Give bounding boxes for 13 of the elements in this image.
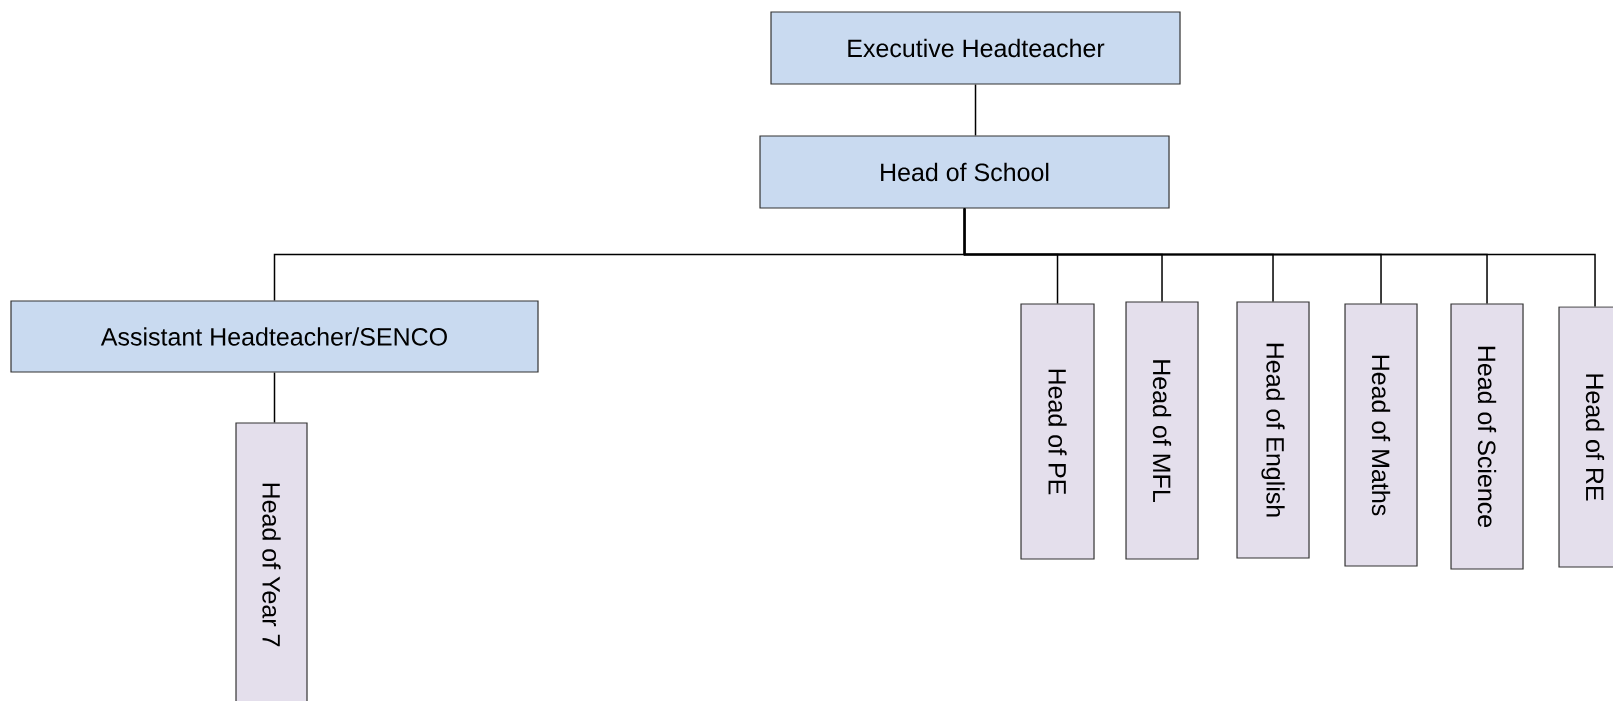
role-box: Head of English	[1236, 301, 1310, 559]
role-box: Head of School	[759, 135, 1170, 209]
role-box: Head of Science	[1450, 303, 1524, 570]
role-box: Head of RE	[1558, 306, 1613, 568]
role-box: Head of Maths	[1344, 303, 1418, 567]
connector-line	[273, 371, 276, 424]
role-box: Head of MFL	[1125, 301, 1199, 560]
role-box: Head of PE	[1020, 303, 1095, 560]
connector-line	[963, 207, 1596, 308]
connector-line	[974, 83, 977, 137]
role-box: Head of Year 7	[235, 422, 308, 701]
role-box: Executive Headteacher	[770, 11, 1181, 85]
role-box: Assistant Headteacher/SENCO	[10, 300, 539, 373]
